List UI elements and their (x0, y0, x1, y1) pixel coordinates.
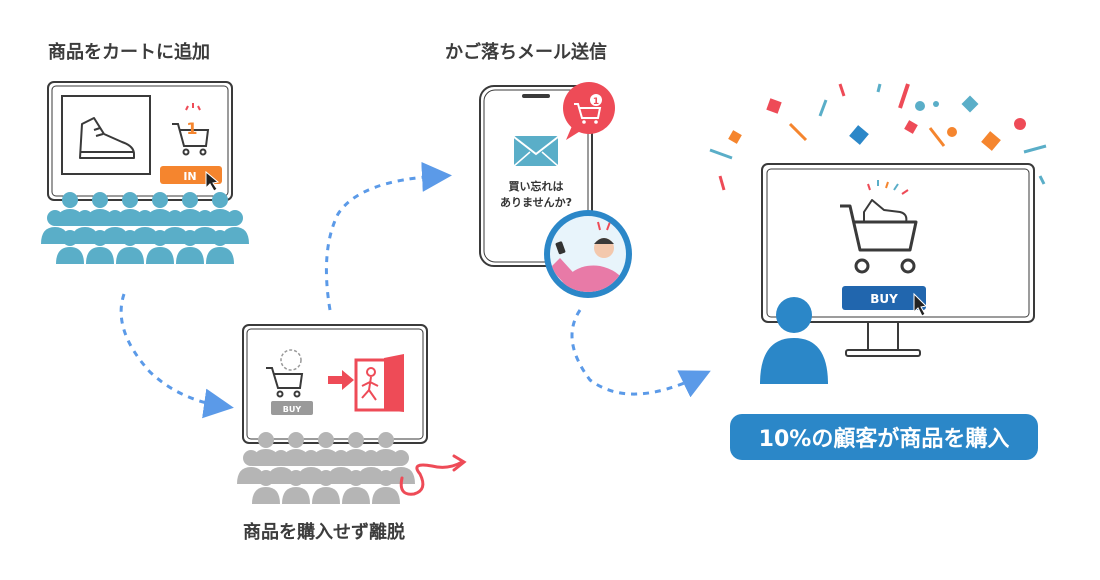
leaving-person-icon (237, 450, 265, 484)
result-confetti (709, 83, 1047, 191)
customer-avatar (544, 210, 632, 298)
cursor-icon (913, 292, 928, 317)
leaving-person-icon (297, 450, 325, 484)
customer-person-icon (206, 230, 234, 264)
leaving-person-icon (327, 450, 355, 484)
buy-button-label: BUY (870, 292, 898, 306)
cart-count: 1 (186, 119, 197, 138)
step-label-send-cart-email: かご落ちメール送信 (445, 42, 607, 63)
leaving-person-icon (312, 432, 340, 466)
leaving-person-icon (282, 432, 310, 466)
buy-button-disabled: BUY (271, 401, 313, 415)
customer-person-icon (176, 230, 204, 264)
missing-item-icon (280, 349, 302, 371)
leaving-person-icon (282, 470, 310, 504)
flow-arrow-2 (324, 161, 452, 311)
buy-button[interactable]: BUY (842, 286, 926, 310)
customer-person-icon (41, 210, 69, 244)
leaving-person-icon (312, 470, 340, 504)
customer-person-icon (56, 230, 84, 264)
leave-swirl-arrow (399, 454, 467, 496)
leaving-person-icon (252, 470, 280, 504)
flow-arrow-3 (570, 309, 711, 398)
step2-monitor: BUY (242, 324, 428, 444)
leaving-person-icon (342, 470, 370, 504)
result-monitor: BUY (761, 163, 1035, 357)
customer-crowd (41, 192, 249, 264)
customer-person-icon (86, 192, 114, 226)
leaving-person-icon (372, 470, 400, 504)
customer-person-icon (116, 230, 144, 264)
customer-person-icon (176, 192, 204, 226)
customer-person-icon (191, 210, 219, 244)
cursor-icon (205, 170, 220, 192)
sparkle-icon (185, 103, 201, 111)
badge-count: 1 (593, 97, 599, 107)
email-icon (513, 136, 559, 167)
exit-door-icon (354, 354, 404, 412)
exit-arrow-icon (328, 370, 354, 390)
leaving-crowd (237, 432, 415, 504)
result-caption: 10%の顧客が商品を購入 (730, 414, 1038, 460)
sneaker-icon (79, 117, 135, 159)
mail-text-line1: 買い忘れは (509, 179, 564, 193)
customer-person-icon (86, 230, 114, 264)
buyer-person-icon (760, 297, 828, 384)
customer-person-icon (146, 192, 174, 226)
buy-button-disabled-label: BUY (283, 405, 302, 414)
leaving-person-icon (252, 432, 280, 466)
leaving-person-icon (357, 450, 385, 484)
step-label-add-to-cart: 商品をカートに追加 (48, 42, 210, 63)
step-label-leave-without-purchase: 商品を購入せず離脱 (243, 522, 405, 543)
mail-text-line2: ありませんか? (500, 196, 572, 209)
customer-person-icon (71, 210, 99, 244)
leaving-person-icon (342, 432, 370, 466)
customer-person-icon (161, 210, 189, 244)
step1-monitor: 1 IN (47, 81, 233, 201)
full-cart-icon (840, 199, 918, 274)
customer-person-icon (56, 192, 84, 226)
customer-person-icon (221, 210, 249, 244)
leaving-person-icon (372, 432, 400, 466)
customer-person-icon (131, 210, 159, 244)
empty-cart-icon (266, 367, 304, 398)
in-button-label: IN (183, 170, 196, 183)
customer-person-icon (206, 192, 234, 226)
leaving-person-icon (387, 450, 415, 484)
customer-person-icon (116, 192, 144, 226)
customer-person-icon (146, 230, 174, 264)
leaving-person-icon (267, 450, 295, 484)
cart-icon (172, 123, 210, 156)
sparkle-icon (867, 180, 909, 195)
customer-person-icon (101, 210, 129, 244)
flow-arrow-1 (119, 293, 234, 419)
cart-notification-badge: 1 (563, 82, 615, 140)
